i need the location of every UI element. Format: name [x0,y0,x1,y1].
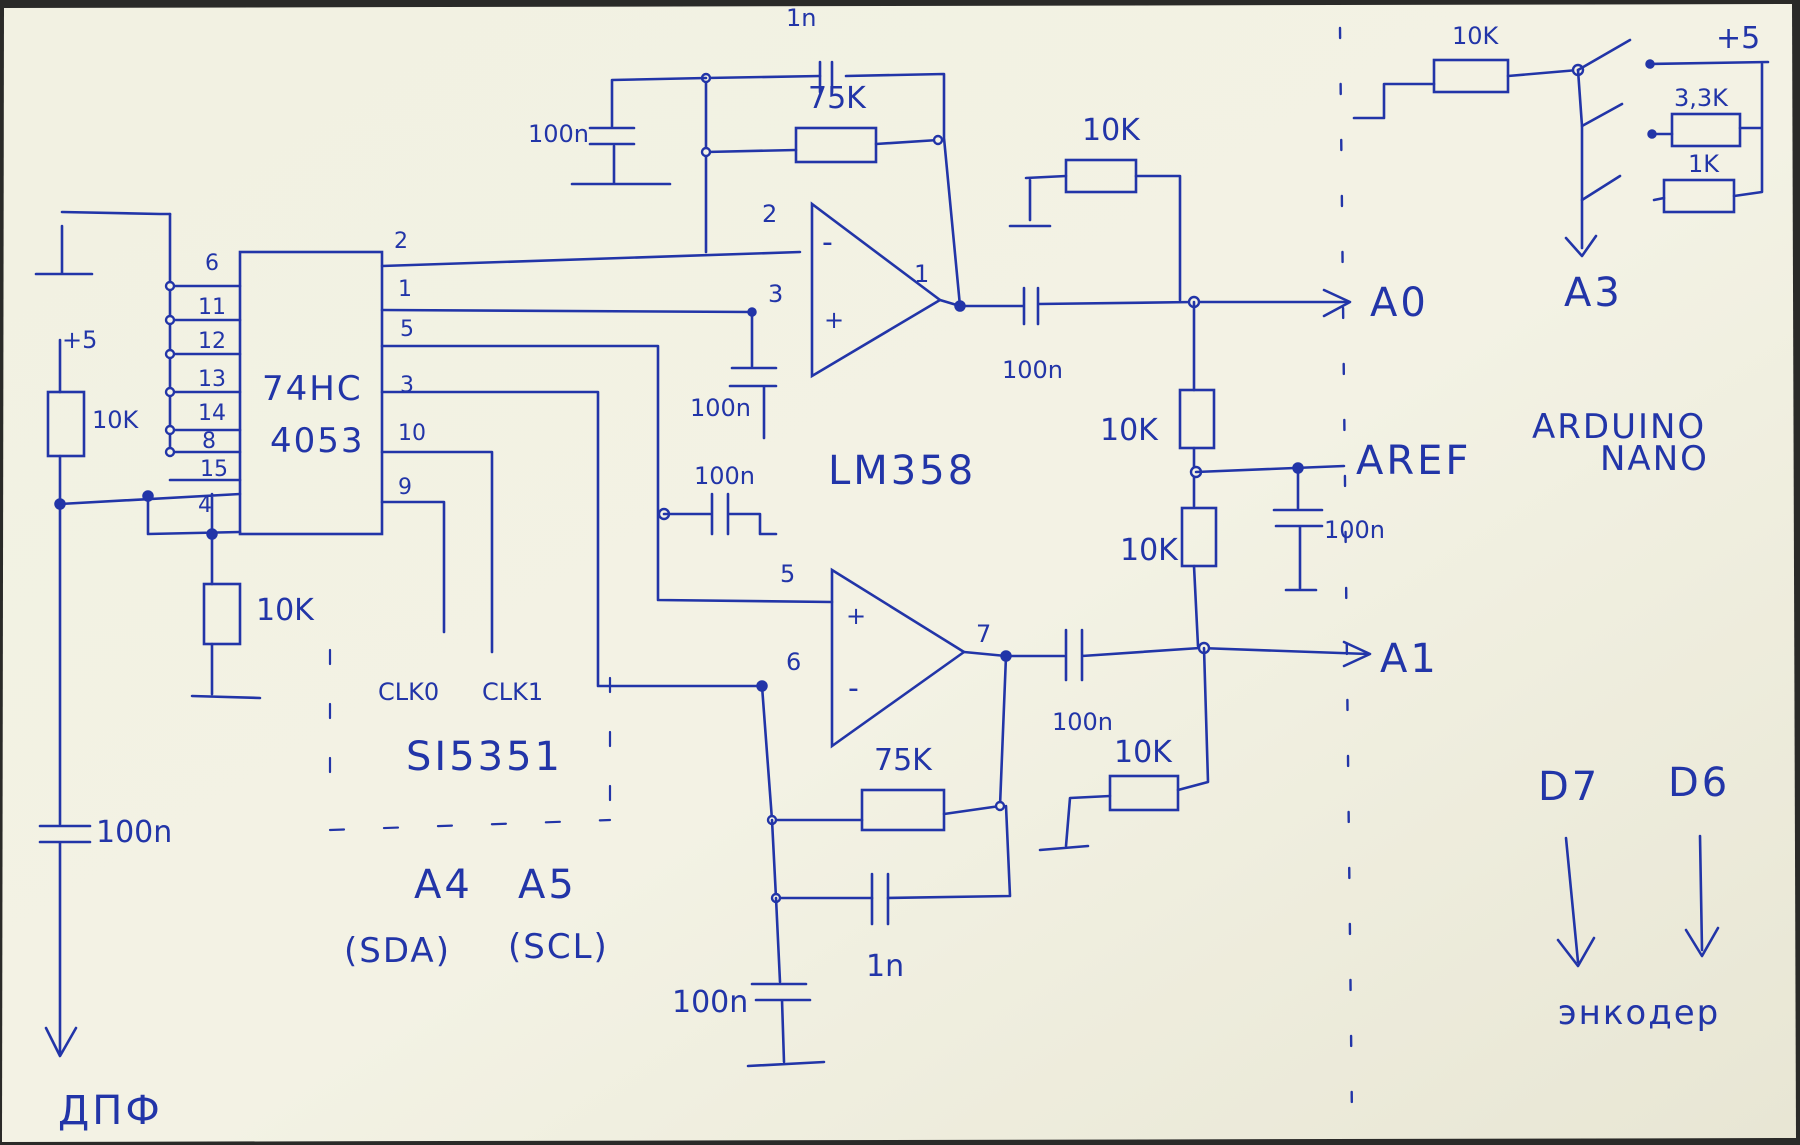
aref-divider: 10K 10K 100n AREF [1100,300,1471,648]
label-100n-out2: 100n [1052,708,1113,736]
mux-pin-2: 2 [394,229,408,254]
label-10k-topright: 10K [1082,113,1141,148]
mux-right-pins: 2 1 5 3 10 9 [380,229,834,688]
opamp-2-pin5-cap: 100n [657,462,778,536]
label-100n-topleft: 100n [528,120,589,148]
left-dpf-branch: +5 10K 100n ДПФ [38,326,172,1134]
arduino-aref: AREF [1356,438,1471,484]
opamp-1-pin3: 3 [768,280,783,308]
ground-top-left [34,210,172,276]
opamp-1-minus: - [822,225,833,260]
label-100n-bottom: 100n [672,985,748,1020]
resistor-10k-topright [1064,158,1138,194]
label-10k-bottomright: 10K [1114,735,1173,770]
paper-background [2,4,1796,1142]
label-3k3: 3,3K [1674,84,1729,112]
resistor-75k-top [794,126,878,164]
si5351-clk0: CLK0 [378,678,439,706]
label-1k: 1K [1688,150,1720,178]
arduino-name-2: NANO [1600,439,1709,479]
opamp-2-pin6: 6 [786,648,801,676]
pin4-network: 10K [58,490,315,700]
label-75k-bottom: 75K [874,743,933,778]
label-100n-pin5: 100n [694,462,755,490]
opamp-1-pin3-cap: 100n [690,307,778,440]
opamp-2-minus: - [848,671,859,706]
resistor-10k-left [46,390,86,458]
opamp-1-body [810,201,943,379]
resistor-10k-bottomright [1108,774,1180,812]
arduino-d7: D7 [1538,764,1600,810]
mux-pin-8: 8 [202,429,216,454]
si5351-module: CLK0 CLK1 SI5351 A4 A5 (SDA) (SCL) [328,648,612,971]
opamp-2-pin5: 5 [780,560,795,588]
mux-pin-1: 1 [398,277,412,302]
opamp-1-pin2: 2 [762,200,777,228]
label-10k-divider: 10K [1100,413,1159,448]
encoder-connection: D7 D6 энкодер [1538,760,1730,1033]
output-a1-path: 100n 10K A1 [1004,628,1439,852]
resistor-1k [1662,178,1736,214]
label-10k-left: 10K [92,406,140,434]
mux-pin-14: 14 [198,401,226,426]
a3-button-ladder: 10K 3,3K 1K +5 A3 [1352,21,1770,316]
mux-pin-3: 3 [400,373,414,398]
arduino-a0: A0 [1370,280,1429,326]
mux-left-pins: 6 11 12 13 14 8 15 4 [164,212,242,518]
mux-pin-5: 5 [400,317,414,342]
opamp-2-plus: + [846,602,866,630]
label-1n-top: 1n [786,4,816,32]
resistor-75k-bottom [860,788,946,832]
label-dpf: ДПФ [58,1088,163,1134]
label-plus5-left: +5 [62,326,97,354]
label-100n-out1: 100n [1002,356,1063,384]
opamp-name: LM358 [828,448,976,494]
mux-pin-15: 15 [200,457,228,482]
si5351-a5: A5 [518,862,577,908]
resistor-10k-divider [1178,388,1216,450]
si5351-sda: (SDA) [344,931,451,971]
label-plus5-right: +5 [1716,21,1760,56]
arduino-d6: D6 [1668,760,1730,806]
label-10k-divider-2: 10K [1120,533,1179,568]
opamp-2-feedback: 75K 1n 100n [672,654,1012,1068]
opamp-1-plus: + [824,306,844,334]
resistor-10k-pin4 [202,582,242,646]
label-100n-left: 100n [96,815,172,850]
label-10k-a3: 10K [1452,22,1500,50]
label-75k-top: 75K [808,81,867,116]
opamp-2: + - 5 6 7 [780,560,1012,749]
opamp-1-pin1: 1 [914,260,929,288]
mux-pin-10: 10 [398,421,426,446]
opamp-2-body [830,567,967,749]
output-a0-path: 100n A0 10K [958,113,1429,384]
arduino-a1: A1 [1380,636,1439,682]
arduino-name-1: ARDUINO [1532,407,1706,447]
mux-pin-6: 6 [205,251,219,276]
label-10k-pin4: 10K [256,593,315,628]
mux-pin-11: 11 [198,295,226,320]
mux-pin-12: 12 [198,329,226,354]
mux-chip-label-2: 4053 [270,421,365,461]
si5351-clk1: CLK1 [482,678,543,706]
label-100n-aref: 100n [1324,516,1385,544]
mux-pin-9: 9 [398,475,412,500]
opamp-1-feedback: 1n 75K 100n [528,4,962,308]
opamp-2-pin7: 7 [976,620,991,648]
mux-pin-13: 13 [198,367,226,392]
resistor-10k-divider-2 [1180,506,1218,568]
label-encoder: энкодер [1558,993,1720,1033]
arduino-a3: A3 [1564,270,1623,316]
label-1n-bottom: 1n [866,949,904,984]
si5351-a4: A4 [414,862,473,908]
mux-chip-label-1: 74HC [262,369,363,409]
si5351-name: SI5351 [406,734,563,780]
si5351-scl: (SCL) [508,927,609,967]
mux-pin-4: 4 [198,493,212,518]
resistor-3k3 [1670,112,1742,148]
label-100n-pin3: 100n [690,394,751,422]
